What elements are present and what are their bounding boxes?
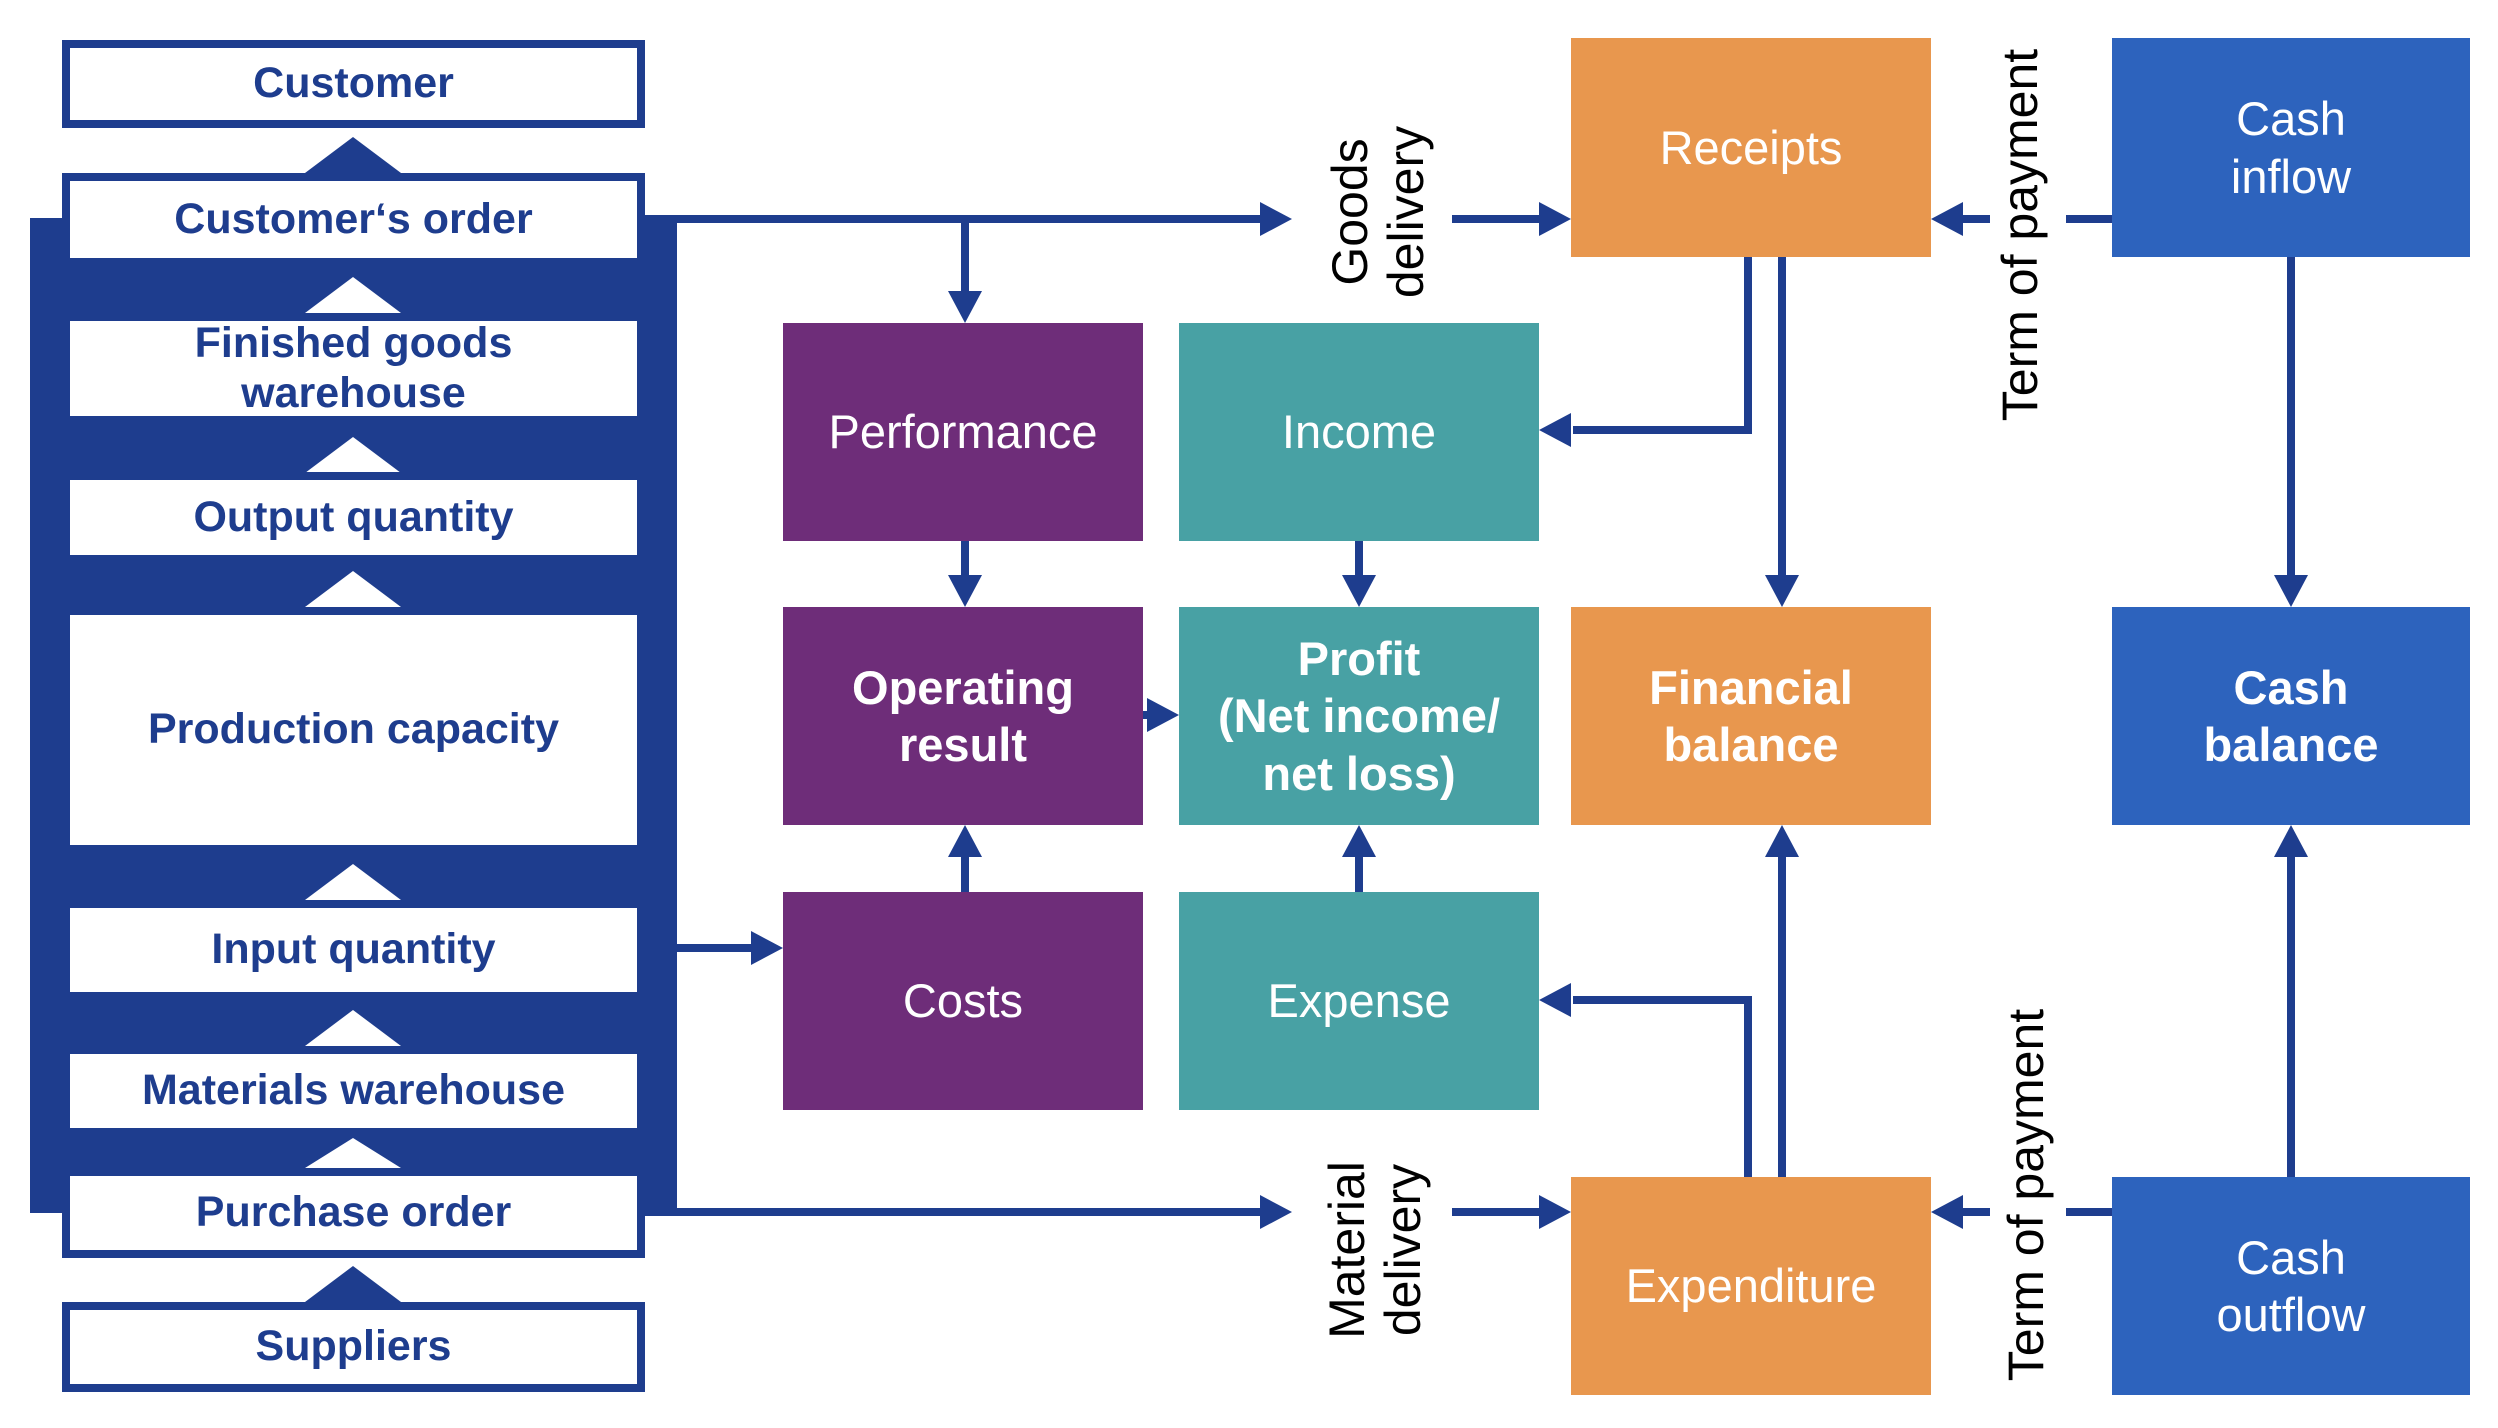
label-goods-delivery: Goods delivery xyxy=(1322,125,1434,299)
arrow-operating-result-to-profit xyxy=(1143,698,1179,732)
label-term-of-payment-bottom: Term of payment xyxy=(1998,1008,2054,1382)
box-input-quantity: Input quantity xyxy=(62,900,645,1000)
arrow-purchase-order-to-material-delivery xyxy=(645,1195,1292,1229)
arrow-costs-to-operating-result xyxy=(948,825,982,892)
box-cash-balance: Cash balance xyxy=(2112,607,2470,825)
arrow-expense-to-profit xyxy=(1342,825,1376,892)
label-material-delivery: Material delivery xyxy=(1319,1161,1431,1339)
box-materials-warehouse: Materials warehouse xyxy=(62,1046,645,1136)
box-profit: Profit (Net income/ net loss) xyxy=(1179,607,1539,825)
arrow-expenditure-to-financial-balance xyxy=(1765,825,1799,1177)
box-expenditure: Expenditure xyxy=(1571,1177,1931,1395)
box-income: Income xyxy=(1179,323,1539,541)
box-output-quantity: Output quantity xyxy=(62,472,645,563)
box-customer: Customer xyxy=(62,40,645,128)
arrow-cash-outflow-to-cash-balance xyxy=(2274,825,2308,1177)
arrow-cash-inflow-to-cash-balance xyxy=(2274,257,2308,607)
arrow-income-to-profit xyxy=(1342,541,1376,607)
box-cash-outflow: Cash outflow xyxy=(2112,1177,2470,1395)
label-term-of-payment-top: Term of payment xyxy=(1992,48,2048,422)
arrow-receipts-to-financial-balance xyxy=(1765,257,1799,607)
box-cash-inflow: Cash inflow xyxy=(2112,38,2470,257)
triangle-up-icon xyxy=(305,1266,401,1302)
box-receipts: Receipts xyxy=(1571,38,1931,257)
box-performance: Performance xyxy=(783,323,1143,541)
box-purchase-order: Purchase order xyxy=(62,1168,645,1258)
arrow-order-to-goods-delivery xyxy=(645,202,1292,236)
box-production-capacity: Production capacity xyxy=(62,607,645,853)
arrow-performance-to-operating-result xyxy=(948,541,982,607)
box-financial-balance: Financial balance xyxy=(1571,607,1931,825)
arrow-goods-delivery-to-receipts xyxy=(1452,202,1571,236)
arrow-expenditure-to-expense xyxy=(1539,983,1752,1177)
arrow-input-quantity-to-costs xyxy=(677,931,783,965)
box-expense: Expense xyxy=(1179,892,1539,1110)
arrow-material-delivery-to-expenditure xyxy=(1452,1195,1571,1229)
box-finished-goods-warehouse: Finished goods warehouse xyxy=(62,313,645,424)
arrow-order-to-performance xyxy=(948,219,982,323)
box-costs: Costs xyxy=(783,892,1143,1110)
box-suppliers: Suppliers xyxy=(62,1302,645,1392)
box-operating-result: Operating result xyxy=(783,607,1143,825)
box-customers-order: Customer‘s order xyxy=(62,173,645,266)
triangle-up-icon xyxy=(305,137,401,173)
arrow-receipts-to-income xyxy=(1539,257,1752,447)
